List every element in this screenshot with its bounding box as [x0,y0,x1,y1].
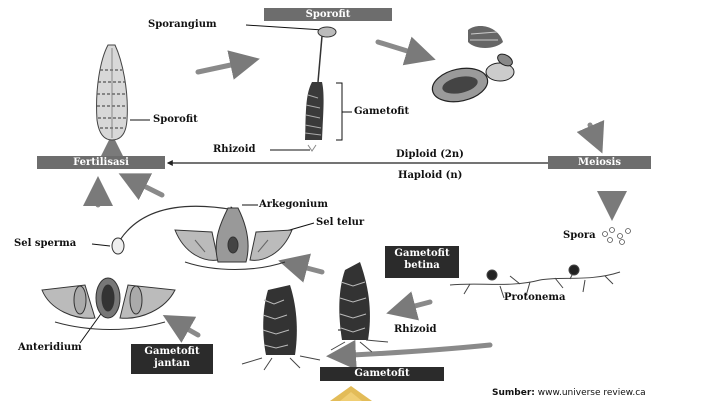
gametofit-betina-box: Gametofit betina [385,246,459,278]
label-sporangium: Sporangium [148,19,217,31]
arrow-sporofit-to-capsule [378,42,430,58]
spores-illustration [603,228,631,245]
sporofit-cone-illustration [97,45,128,140]
anteridium-illustration [42,238,175,330]
arrow-to-fertilisasi-right [124,176,162,195]
arkegonium-illustration [175,208,292,270]
arrow-sporofit-up [198,60,254,72]
sporophyte-stalk-illustration [305,27,336,151]
fertilisasi-box: Fertilisasi [37,156,165,169]
arrow-to-arkegonium [284,262,322,272]
source-prefix: Sumber: [492,388,535,398]
meiosis-box: Meiosis [548,156,651,169]
capsule-illustration [429,26,514,106]
label-anteridium: Anteridium [18,342,82,354]
label-spora: Spora [563,230,596,242]
arrow-to-anteridium [168,318,198,335]
label-rhizoid-top: Rhizoid [213,144,256,156]
label-haploid: Haploid (n) [398,170,462,182]
source-credit: Sumber: www.universe review.ca [492,388,646,398]
arrow-to-meiosis [590,125,600,148]
sporofit-top-box: Sporofit [264,8,392,21]
gametofit-jantan-box: Gametofit jantan [131,344,213,374]
label-sel-sperma: Sel sperma [14,238,76,250]
watermark-logo [330,386,372,401]
gametofit-bottom-box: Gametofit [320,367,444,381]
label-gametofit-mid: Gametofit [354,106,409,118]
arrow-protonema-to-betina [392,302,430,312]
label-arkegonium: Arkegonium [259,199,328,211]
label-sel-telur: Sel telur [316,217,364,229]
label-diploid: Diploid (2n) [396,149,464,161]
label-sporofit: Sporofit [153,114,198,126]
source-text: www.universe review.ca [535,388,646,398]
arrow-protonema-to-gametofit [332,345,490,356]
label-rhizoid-bottom: Rhizoid [394,324,437,336]
label-protonema: Protonema [504,292,565,304]
